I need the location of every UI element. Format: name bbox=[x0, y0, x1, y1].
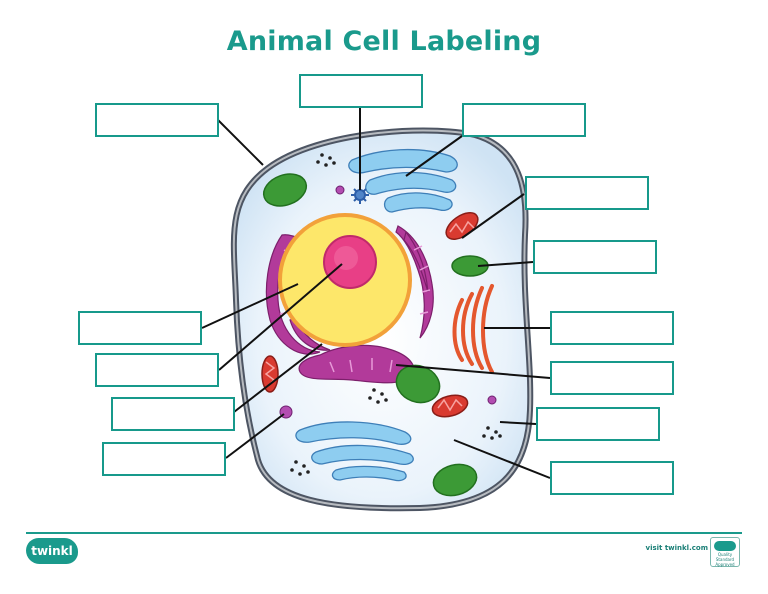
label-box-right-1[interactable] bbox=[525, 176, 649, 210]
golgi-apparatus-top bbox=[348, 148, 458, 213]
leader-lines bbox=[201, 108, 551, 479]
mitochondria bbox=[261, 212, 479, 418]
label-box-left-2[interactable] bbox=[95, 353, 219, 387]
label-box-top-center[interactable] bbox=[299, 74, 423, 108]
label-box-left-3[interactable] bbox=[111, 397, 235, 431]
label-box-right-3[interactable] bbox=[550, 311, 674, 345]
vacuoles bbox=[262, 173, 489, 497]
badge-text: Quality Standard Approved bbox=[715, 552, 735, 567]
golgi-apparatus-bottom bbox=[295, 421, 414, 482]
label-box-right-6[interactable] bbox=[550, 461, 674, 495]
quality-badge: Quality Standard Approved bbox=[710, 537, 740, 567]
badge-logo-icon bbox=[714, 541, 736, 551]
label-box-right-5[interactable] bbox=[536, 407, 660, 441]
twinkl-logo[interactable]: twinkl bbox=[26, 538, 78, 564]
visit-link[interactable]: visit twinkl.com bbox=[645, 544, 708, 552]
footer-divider bbox=[26, 532, 742, 534]
ribosomes bbox=[290, 153, 502, 476]
label-box-left-1[interactable] bbox=[78, 311, 202, 345]
centriole bbox=[351, 186, 369, 204]
label-box-right-4[interactable] bbox=[550, 361, 674, 395]
label-box-left-4[interactable] bbox=[102, 442, 226, 476]
label-box-top-left[interactable] bbox=[95, 103, 219, 137]
label-box-top-right[interactable] bbox=[462, 103, 586, 137]
label-box-right-2[interactable] bbox=[533, 240, 657, 274]
page-title: Animal Cell Labeling bbox=[226, 26, 542, 57]
smooth-er bbox=[452, 284, 494, 374]
